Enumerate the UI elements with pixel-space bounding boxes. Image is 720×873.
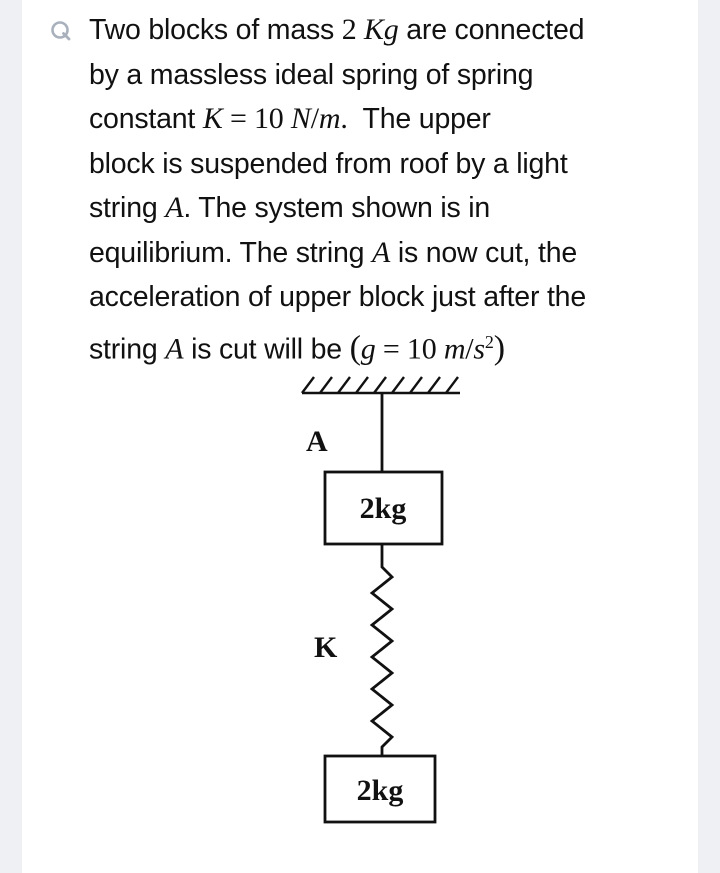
question-line: constant K = 10 N/m. The upper — [89, 97, 689, 142]
question-text-segment: string — [89, 333, 166, 365]
spring-label: K — [314, 631, 338, 664]
spring-block-diagram: A 2kg K 2kg — [301, 376, 460, 824]
math-symbol: g — [360, 332, 376, 365]
math-operator: ) — [493, 329, 505, 366]
math-unit: m — [443, 332, 466, 365]
math-value: 2 — [341, 13, 364, 46]
question-text-segment: is now cut, the — [390, 236, 578, 269]
question-card — [22, 0, 698, 873]
math-symbol: A — [371, 235, 391, 269]
question-line: by a massless ideal spring of spring — [89, 53, 689, 98]
question-icon — [51, 21, 71, 41]
math-operator: . — [340, 102, 348, 135]
question-text-segment: equilibrium. The string — [89, 236, 372, 269]
question-line: string A. The system shown is in — [89, 186, 689, 231]
math-operator: / — [465, 332, 474, 365]
math-symbol: A — [165, 191, 184, 224]
question-text-segment: . The system shown is in — [183, 192, 491, 224]
question-text-segment: by a massless ideal spring of spring — [89, 58, 534, 91]
math-operator: ( — [349, 329, 361, 366]
spring-k — [369, 544, 395, 756]
lower-block-label: 2kg — [357, 774, 404, 807]
question-text-segment: string — [89, 192, 166, 224]
question-text-segment: block is suspended from roof by a light — [89, 147, 568, 180]
question-text-segment: acceleration of upper block just after t… — [89, 281, 586, 313]
math-unit: Kg — [363, 13, 399, 46]
question-text: Two blocks of mass 2 Kg are connected by… — [89, 8, 689, 372]
math-unit: N — [290, 102, 311, 135]
question-text-segment: are connected — [398, 14, 585, 46]
question-text-segment: is cut will be — [183, 333, 350, 365]
math-symbol: K — [202, 102, 223, 135]
question-text-segment: constant — [89, 103, 203, 135]
question-text-segment: Two blocks of mass — [89, 14, 342, 46]
roof-hatching — [301, 376, 460, 395]
question-line: acceleration of upper block just after t… — [89, 275, 689, 320]
question-line: string A is cut will be (g = 10 m/s2) — [89, 320, 689, 372]
math-value: = 10 — [375, 332, 444, 365]
question-line: block is suspended from roof by a light — [89, 142, 689, 187]
question-text-segment: The upper — [347, 103, 491, 135]
math-value: = 10 — [222, 102, 291, 135]
math-unit: m — [318, 102, 341, 135]
math-unit: s — [473, 332, 485, 365]
upper-block — [323, 470, 444, 546]
string-label: A — [306, 425, 328, 458]
upper-block-label: 2kg — [360, 492, 407, 525]
lower-block — [323, 754, 437, 824]
math-operator: / — [310, 102, 319, 135]
question-line: equilibrium. The string A is now cut, th… — [89, 231, 689, 276]
math-symbol: A — [165, 332, 184, 365]
question-line: Two blocks of mass 2 Kg are connected — [89, 8, 689, 53]
math-exponent: 2 — [484, 331, 494, 352]
